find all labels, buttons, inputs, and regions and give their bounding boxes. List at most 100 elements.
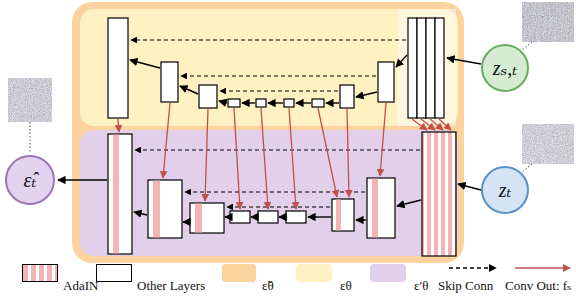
adain-layer-box: [332, 199, 354, 231]
legend-label: Skip Conn: [438, 278, 493, 293]
layer-box: [435, 18, 444, 118]
flow-arrow: [458, 184, 481, 190]
feature-arrow: [318, 108, 337, 197]
image-leader: [30, 122, 31, 152]
layer-box: [286, 211, 306, 223]
flow-arrow: [356, 92, 377, 97]
layer-box: [258, 211, 278, 223]
legend-label: εθ: [340, 278, 352, 293]
flow-arrow: [447, 58, 481, 64]
layer-box: [199, 85, 217, 108]
legend-label: Conv Out: fₛ: [505, 278, 572, 293]
layer-box: [108, 18, 128, 118]
layer-box: [256, 99, 266, 107]
feature-arrow: [118, 119, 119, 132]
flow-arrow: [356, 219, 366, 220]
highlight-strip: [398, 9, 456, 126]
legend-entry: ε′θ: [414, 276, 429, 294]
legend-entry: Skip Conn: [438, 276, 493, 294]
layer-box: [312, 99, 324, 107]
adain-layer-box: [367, 178, 395, 238]
legend-label: AdaIN: [63, 278, 98, 293]
legend-label: ε′θ: [414, 278, 429, 293]
flow-arrow: [180, 86, 198, 94]
feature-arrow: [261, 108, 268, 209]
legend-entry: Other Layers: [137, 276, 205, 294]
adain-stripe: [153, 181, 160, 238]
flow-arrow: [308, 216, 331, 217]
legend-swatch: [370, 264, 406, 282]
skip-connection: [185, 191, 365, 192]
feature-arrow: [234, 108, 240, 209]
skip-connection: [227, 206, 330, 207]
latent-label: zₛ,ₜ: [493, 58, 517, 78]
feature-arrow: [289, 108, 296, 209]
flow-arrow: [326, 102, 339, 103]
adain-stripe: [372, 179, 378, 238]
latent-label: ε̂ₜ: [24, 170, 37, 190]
legend-skip-arrow: [449, 267, 496, 268]
legend-entry: AdaIN: [63, 276, 98, 294]
adain-layer-box: [422, 132, 456, 256]
outer-model-region: [72, 2, 464, 263]
layer-box: [340, 85, 354, 108]
flow-arrow: [251, 216, 257, 217]
legend-swatch: [296, 264, 332, 282]
feature-arrow: [205, 109, 208, 201]
adain-layer-box: [148, 180, 182, 238]
flow-arrow: [242, 102, 255, 103]
feature-arrow: [163, 103, 170, 178]
layer-box: [417, 18, 426, 118]
flow-arrow: [130, 60, 160, 68]
legend-entry: εθ: [340, 276, 352, 294]
adain-stripe: [195, 204, 202, 233]
flow-arrow: [225, 216, 229, 217]
layer-box: [426, 18, 435, 118]
feature-arrow: [380, 103, 386, 176]
flow-arrow: [279, 216, 285, 217]
layer-box: [228, 99, 240, 107]
latent-label: zₜ: [499, 180, 512, 200]
layer-box: [230, 211, 250, 223]
feature-arrow: [439, 119, 451, 130]
legend-feature-arrow: [515, 267, 570, 268]
feature-arrow: [347, 109, 349, 197]
flow-arrow: [134, 212, 147, 215]
noise-image: [522, 124, 574, 164]
layer-box: [408, 18, 417, 118]
flow-arrow: [397, 200, 421, 206]
adain-layer-box: [190, 203, 224, 233]
legend-label: Other Layers: [137, 278, 205, 293]
flow-arrow: [58, 179, 107, 180]
legend-swatch: [222, 264, 256, 282]
legend-label: ε̃θ: [262, 278, 274, 293]
top-unet-region: [80, 9, 458, 126]
latent-circle: zₛ,ₜ: [481, 44, 529, 92]
skip-connection: [131, 39, 406, 40]
legend-entry: ε̃θ: [262, 276, 274, 294]
skip-connection: [220, 90, 338, 91]
adain-stripe: [113, 135, 119, 254]
legend-swatch: [96, 264, 132, 282]
layer-box: [161, 62, 178, 102]
noise-image: [8, 78, 52, 122]
flow-arrow: [268, 102, 283, 103]
layer-box: [284, 99, 294, 107]
legend-entry: Conv Out: fₛ: [505, 276, 572, 294]
skip-connection: [181, 75, 376, 76]
adain-layer-box: [108, 134, 132, 254]
flow-arrow: [396, 55, 407, 67]
skip-connection: [135, 149, 420, 150]
bottom-unet-region: [80, 130, 458, 256]
legend-swatch: [22, 264, 58, 282]
flow-arrow: [183, 221, 189, 222]
adain-stripe: [336, 200, 341, 231]
latent-circle: zₜ: [481, 166, 529, 214]
feature-arrow: [412, 119, 427, 130]
image-leader: [522, 42, 532, 50]
image-leader: [522, 164, 532, 172]
flow-arrow: [296, 102, 311, 103]
